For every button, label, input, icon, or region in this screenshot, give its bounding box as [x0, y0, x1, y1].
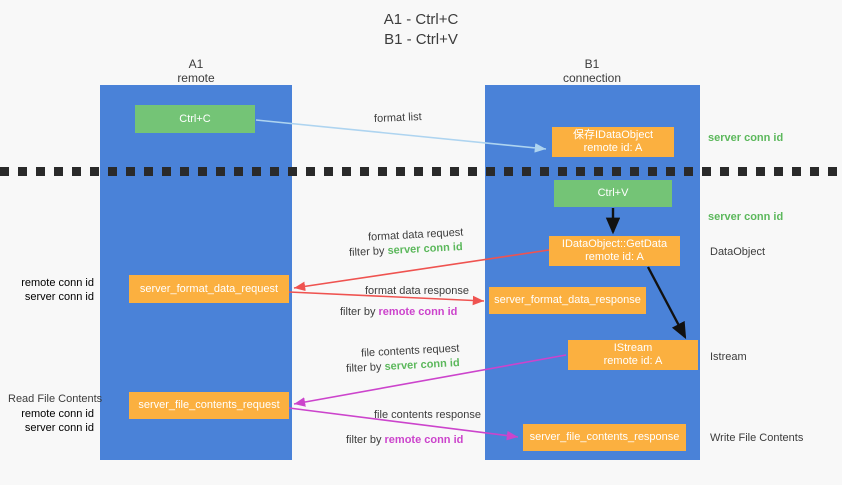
annotation-write-file-contents: Write File Contents [710, 432, 804, 444]
node-idataobject[interactable]: 保存IDataObject remote id: A [552, 127, 674, 157]
label-format-list: format list [373, 110, 422, 126]
filter-prefix: filter by [348, 244, 388, 259]
label-format-data-response-filter: filter by remote conn id [340, 305, 457, 319]
column-header-a1: A1 remote [96, 57, 296, 85]
annotation-left-conn-ids-1: remote conn id server conn id [8, 276, 94, 304]
filter-value-remote-conn-id: remote conn id [384, 434, 464, 446]
node-idataobject-line1: 保存IDataObject [572, 129, 654, 141]
annotation-server-conn-id-mid: server conn id [708, 211, 784, 223]
annotation-left-conn-ids-2: remote conn id server conn id [8, 407, 94, 435]
node-ctrl-c-label: Ctrl+C [179, 112, 211, 125]
node-idataobject-getdata[interactable]: IDataObject::GetData remote id: A [549, 236, 680, 266]
filter-prefix: filter by [345, 360, 385, 375]
node-server-format-data-response[interactable]: server_format_data_response [489, 287, 646, 314]
title-line-1: A1 - Ctrl+C [383, 11, 459, 28]
label-format-data-response: format data response [365, 285, 469, 297]
node-file-contents-request-label: server_file_contents_request [138, 399, 280, 411]
node-istream-line1: IStream [613, 342, 653, 354]
node-ctrl-v[interactable]: Ctrl+V [554, 180, 672, 207]
filter-value-remote-conn-id: remote conn id [378, 306, 458, 318]
annotation-server-conn-id-1: server conn id [24, 291, 94, 303]
filter-value-server-conn-id: server conn id [384, 357, 460, 373]
label-file-contents-response: file contents response [374, 409, 482, 421]
node-getdata-line1: IDataObject::GetData [561, 238, 668, 250]
annotation-remote-conn-id-2: remote conn id [21, 408, 94, 420]
node-format-data-response-label: server_format_data_response [494, 294, 641, 306]
filter-prefix: filter by [340, 306, 379, 318]
annotation-dataobject: DataObject [710, 246, 766, 258]
node-server-file-contents-request[interactable]: server_file_contents_request [129, 392, 289, 419]
column-header-a1-subtitle: remote [177, 71, 215, 85]
column-header-b1: B1 connection [492, 57, 692, 85]
node-server-format-data-request[interactable]: server_format_data_request [129, 275, 289, 303]
annotation-server-conn-id-2: server conn id [24, 422, 94, 434]
node-ctrl-v-label: Ctrl+V [597, 187, 629, 199]
node-format-data-request-label: server_format_data_request [139, 282, 279, 295]
page-title: A1 - Ctrl+C B1 - Ctrl+V [0, 10, 842, 50]
node-file-contents-response-label: server_file_contents_response [529, 431, 680, 443]
filter-prefix: filter by [346, 434, 385, 446]
annotation-istream: Istream [710, 351, 747, 363]
label-file-contents-response-filter: filter by remote conn id [346, 433, 463, 447]
label-format-data-request-filter: filter by server conn id [349, 240, 463, 260]
column-header-b1-subtitle: connection [562, 71, 622, 85]
annotation-remote-conn-id-1: remote conn id [21, 277, 94, 289]
node-ctrl-c[interactable]: Ctrl+C [135, 105, 255, 133]
title-line-2: B1 - Ctrl+V [384, 31, 458, 48]
node-getdata-line2: remote id: A [585, 251, 644, 263]
annotation-read-file-contents: Read File Contents [8, 393, 103, 405]
annotation-server-conn-id-top: server conn id [708, 132, 784, 144]
node-server-file-contents-response[interactable]: server_file_contents_response [523, 424, 686, 451]
node-istream[interactable]: IStream remote id: A [568, 340, 698, 370]
separator-dashed-line [0, 167, 842, 176]
node-idataobject-line2: remote id: A [583, 142, 643, 154]
node-istream-line2: remote id: A [603, 355, 663, 367]
column-header-b1-title: B1 [584, 57, 600, 71]
column-header-a1-title: A1 [188, 57, 204, 71]
filter-value-server-conn-id: server conn id [387, 241, 463, 257]
